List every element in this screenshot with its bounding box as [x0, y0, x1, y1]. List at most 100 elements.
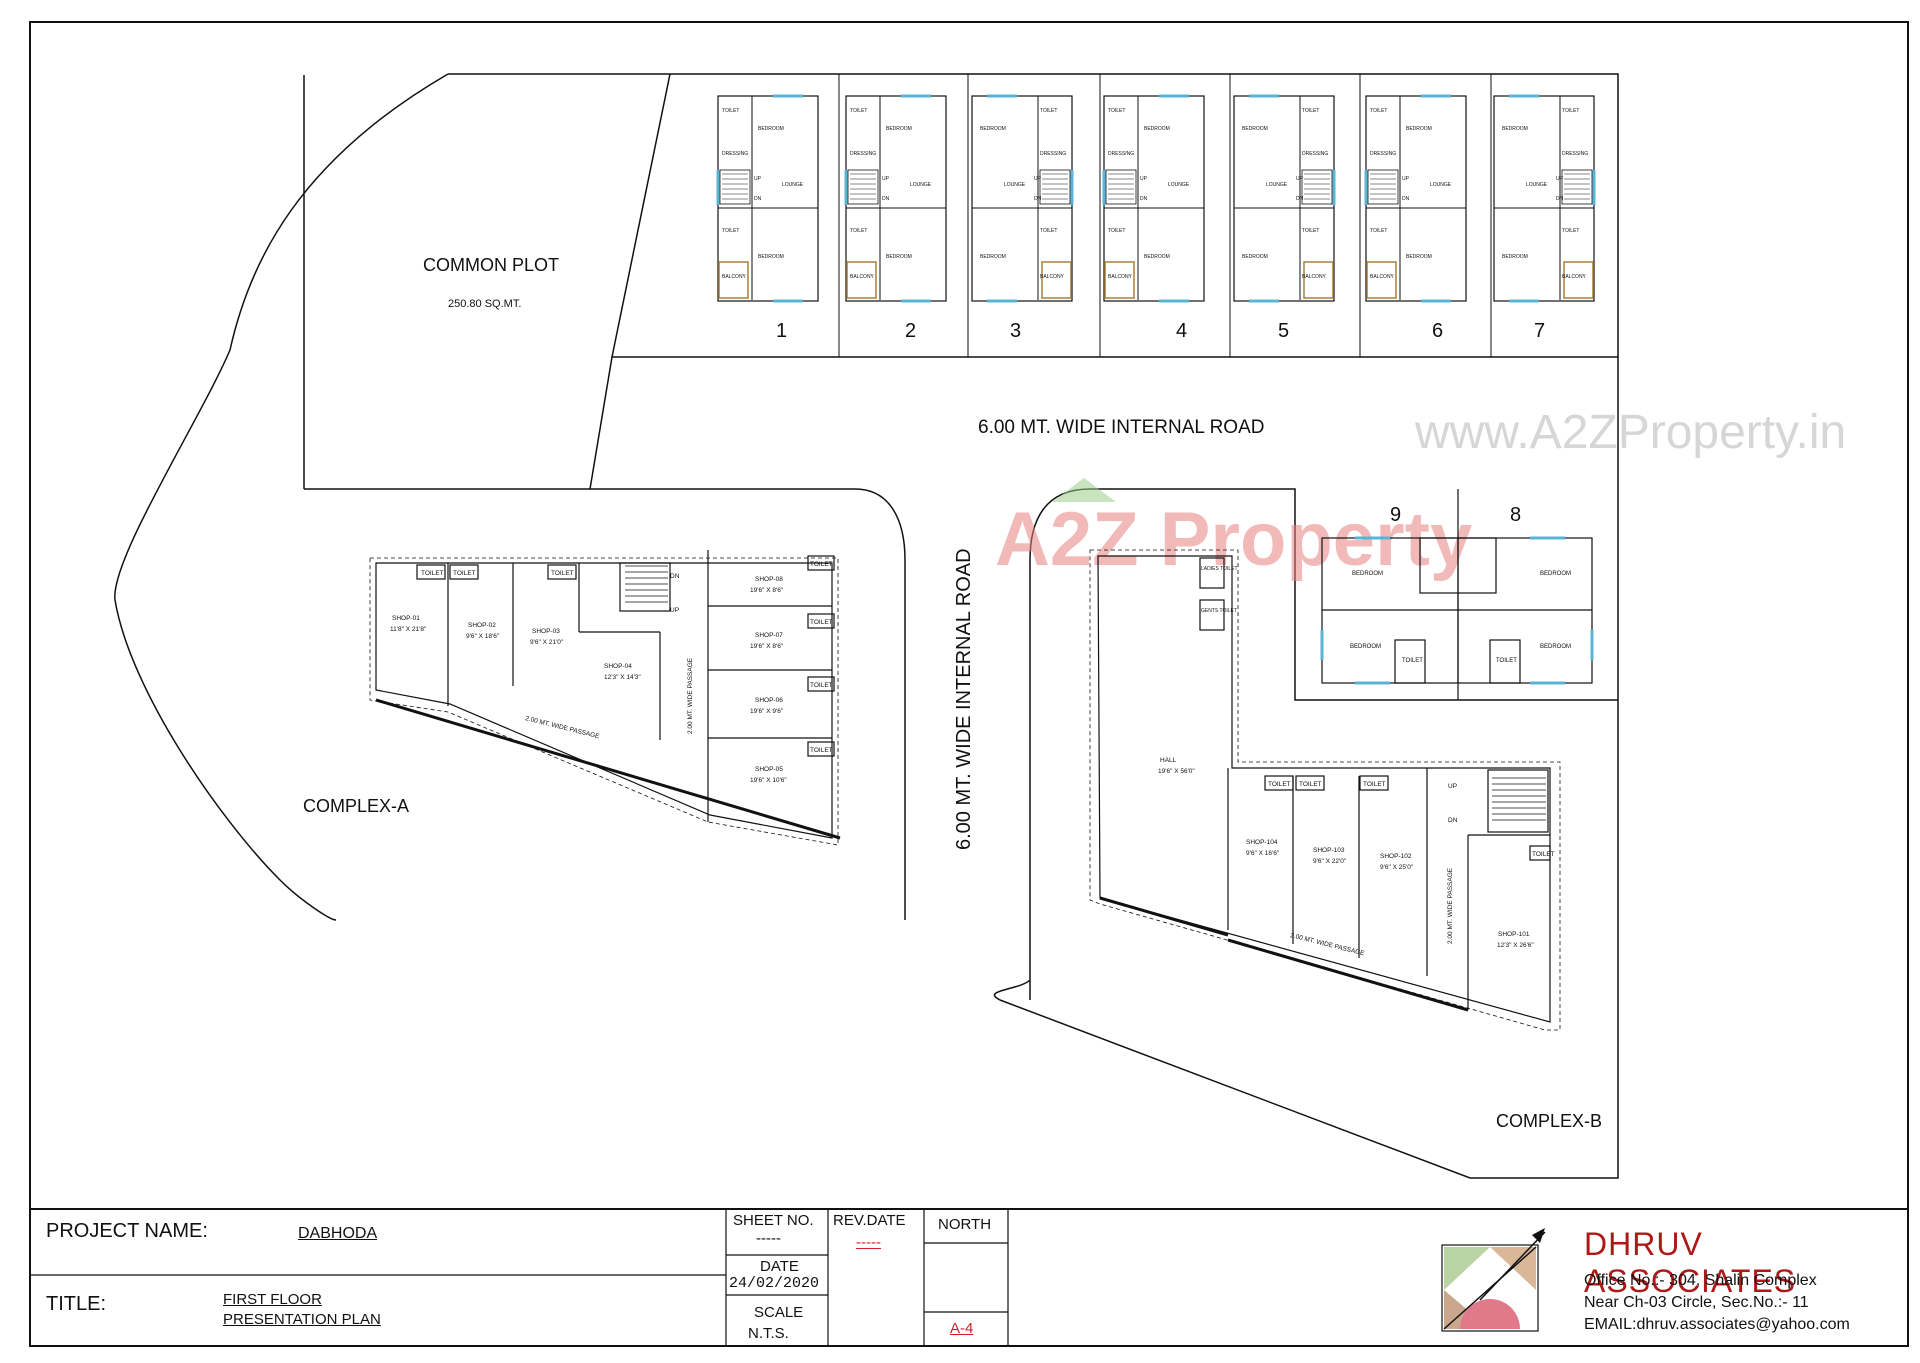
- house-lounge-label: LOUNGE: [1266, 182, 1288, 188]
- svg-text:TOILET: TOILET: [1268, 781, 1291, 788]
- house-stair: [1039, 169, 1071, 205]
- svg-text:TOILET: TOILET: [810, 747, 833, 754]
- house-up-label: UP: [882, 176, 890, 182]
- house-stair: [1561, 169, 1593, 205]
- complex-b-passage-vertical: 2.00 MT. WIDE PASSAGE: [1447, 867, 1454, 944]
- house-balcony-label: BALCONY: [1302, 274, 1327, 280]
- house-toilet-label: TOILET: [1370, 228, 1387, 234]
- svg-text:TOILET: TOILET: [1299, 781, 1322, 788]
- rev-date-label: REV.DATE: [833, 1212, 906, 1229]
- shop-104-name: SHOP-104: [1246, 839, 1278, 846]
- svg-text:TOILET: TOILET: [453, 570, 476, 577]
- title-block-grid: [30, 1209, 1009, 1346]
- house-up-label: UP: [1556, 176, 1564, 182]
- common-plot-area: 250.80 SQ.MT.: [448, 298, 521, 310]
- house-toilet-label: TOILET: [850, 108, 867, 114]
- house-balcony-label: BALCONY: [850, 274, 875, 280]
- complex-a-label: COMPLEX-A: [303, 796, 409, 816]
- house-stair: [1301, 169, 1333, 205]
- unit-number-8: 8: [1510, 504, 1521, 526]
- house-lounge-label: LOUNGE: [1004, 182, 1026, 188]
- shop-04-size: 12'3" X 14'3": [604, 674, 641, 681]
- complex-b-up: UP: [1448, 783, 1457, 790]
- house-lounge-label: LOUNGE: [910, 182, 932, 188]
- house-dn-label: DN: [1402, 196, 1410, 202]
- house-units-right: [1321, 489, 1593, 700]
- shop-102-size: 9'6" X 25'0": [1380, 864, 1414, 871]
- complex-b-hall-wall: [1099, 896, 1229, 937]
- shop-01-name: SHOP-01: [392, 615, 420, 622]
- shop-03-size: 9'6" X 21'0": [530, 639, 564, 646]
- house-right-windows: [1320, 536, 1594, 685]
- house-balcony: [846, 261, 877, 299]
- house-bedroom-label: BEDROOM: [1242, 254, 1268, 260]
- unit-number-7: 7: [1534, 320, 1545, 342]
- shop-08-name: SHOP-08: [755, 576, 783, 583]
- svg-text:TOILET: TOILET: [810, 561, 833, 568]
- watermark-logo: A2Z Property: [995, 478, 1472, 582]
- site-boundary: [114, 73, 1619, 1179]
- hall-name: HALL: [1160, 757, 1177, 764]
- north-label: NORTH: [938, 1216, 992, 1233]
- svg-text:BEDROOM: BEDROOM: [1352, 571, 1383, 577]
- house-balcony-label: BALCONY: [1562, 274, 1587, 280]
- unit-number-4: 4: [1176, 320, 1187, 342]
- house-bedroom-label: BEDROOM: [1242, 126, 1268, 132]
- house-balcony-label: BALCONY: [1108, 274, 1133, 280]
- house-balcony: [1303, 261, 1334, 299]
- house-dividers-top: [838, 74, 1492, 357]
- house-lounge-label: LOUNGE: [782, 182, 804, 188]
- house-dressing-label: DRESSING: [1562, 151, 1588, 157]
- complex-a-passage-vertical: 2.00 MT. WIDE PASSAGE: [687, 657, 694, 734]
- unit-number-1: 1: [776, 320, 787, 342]
- house-stair: [1105, 169, 1137, 205]
- house-dn-label: DN: [1296, 196, 1304, 202]
- shop-101-size: 12'3" X 26'6": [1497, 942, 1534, 949]
- house-bedroom-label: BEDROOM: [1406, 126, 1432, 132]
- complex-a-stairs: [625, 565, 668, 603]
- house-balcony-label: BALCONY: [722, 274, 747, 280]
- house-balcony: [1041, 261, 1072, 299]
- unit-number-5: 5: [1278, 320, 1289, 342]
- house-toilet-label: TOILET: [1040, 228, 1057, 234]
- house-dressing-label: DRESSING: [722, 151, 748, 157]
- house-dressing-label: DRESSING: [1040, 151, 1066, 157]
- house-bedroom-label: BEDROOM: [1144, 254, 1170, 260]
- unit-number-2: 2: [905, 320, 916, 342]
- complex-a-labels: DN UP TOILET TOILET TOILET TOILET TOILET…: [390, 561, 833, 784]
- house-balcony: [1563, 261, 1594, 299]
- house-lounge-label: LOUNGE: [1526, 182, 1548, 188]
- shop-06-name: SHOP-06: [755, 697, 783, 704]
- common-plot-title: COMMON PLOT: [423, 255, 559, 275]
- svg-text:TOILET: TOILET: [551, 570, 574, 577]
- unit-number-6: 6: [1432, 320, 1443, 342]
- firm-name: DHRUV ASSOCIATES: [1584, 1226, 1797, 1299]
- complex-b-plan: [1089, 549, 1561, 1031]
- house-dressing-label: DRESSING: [1370, 151, 1396, 157]
- shop-05-size: 19'6" X 10'6": [750, 777, 787, 784]
- road-horizontal-label: 6.00 MT. WIDE INTERNAL ROAD: [978, 417, 1264, 438]
- svg-text:GENTS TOILET: GENTS TOILET: [1201, 608, 1237, 614]
- house-dn-label: DN: [754, 196, 762, 202]
- house-toilet-label: TOILET: [1040, 108, 1057, 114]
- house-up-label: UP: [1034, 176, 1042, 182]
- house-bedroom-label: BEDROOM: [886, 254, 912, 260]
- house-units-top: BEDROOM BEDROOM LOUNGE TOILET DRESSING TOILET…: [716, 94, 1596, 303]
- house-bedroom-label: BEDROOM: [980, 254, 1006, 260]
- shop-103-size: 9'6" X 22'0": [1313, 858, 1347, 865]
- unit-number-3: 3: [1010, 320, 1021, 342]
- shop-05-name: SHOP-05: [755, 766, 783, 773]
- house-toilet-label: TOILET: [1562, 108, 1579, 114]
- complex-a-passage: 2.00 MT. WIDE PASSAGE: [525, 715, 601, 740]
- house-toilet-label: TOILET: [1302, 228, 1319, 234]
- shop-03-name: SHOP-03: [532, 628, 560, 635]
- complex-b-front-wall: [1227, 938, 1469, 1012]
- scale-label: SCALE: [754, 1304, 804, 1321]
- house-dn-label: DN: [882, 196, 890, 202]
- shop-104-size: 9'6" X 16'6": [1246, 850, 1280, 857]
- house-stair: [1367, 169, 1399, 205]
- house-toilet-label: TOILET: [722, 228, 739, 234]
- watermark-url: www.A2ZProperty.in: [1414, 406, 1846, 459]
